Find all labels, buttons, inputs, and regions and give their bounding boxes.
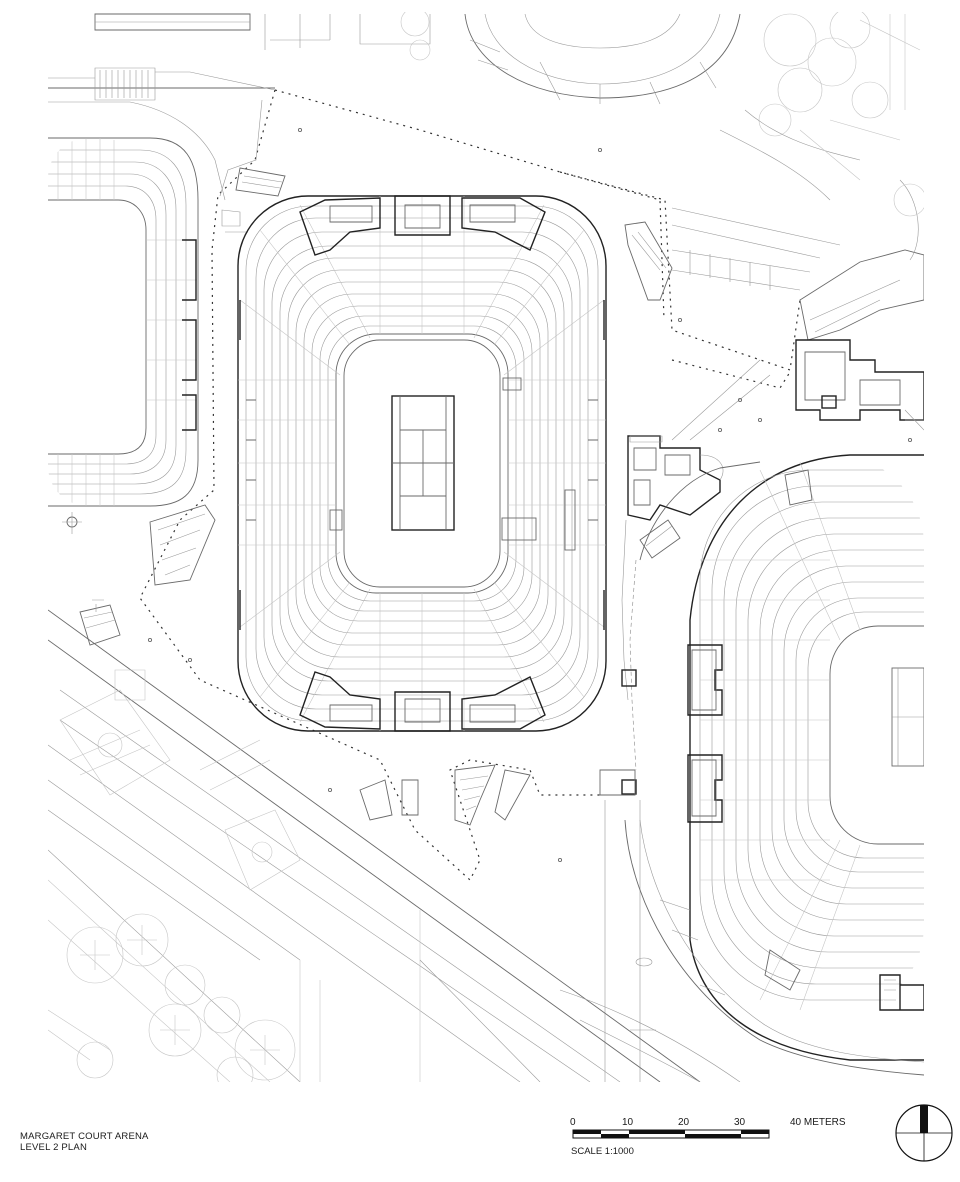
plan-content xyxy=(48,12,924,1082)
right-stadium-rings xyxy=(699,461,924,1011)
column-markers xyxy=(147,127,913,863)
scale-caption: SCALE 1:1000 xyxy=(571,1146,634,1157)
scale-tick-10: 10 xyxy=(622,1117,634,1128)
south-west-context xyxy=(48,609,741,1082)
drawing-title-line-2: LEVEL 2 PLAN xyxy=(20,1142,88,1153)
scale-tick-40-meters: 40 METERS xyxy=(790,1117,846,1128)
scale-bar: 0 10 20 30 40 METERS SCALE 1:1000 xyxy=(570,1117,846,1157)
top-context xyxy=(94,12,741,105)
right-stadium xyxy=(624,454,924,1076)
south-entries xyxy=(79,504,531,826)
drawing-title: MARGARET COURT ARENA LEVEL 2 PLAN xyxy=(20,1131,149,1153)
scale-tick-0: 0 xyxy=(570,1117,576,1128)
scale-tick-20: 20 xyxy=(678,1117,690,1128)
main-arena xyxy=(237,195,607,732)
arena-seating-rings xyxy=(238,196,606,731)
left-stadium xyxy=(48,67,276,534)
trees-top-right xyxy=(719,12,921,201)
east-connector xyxy=(599,179,924,1082)
north-arrow-icon xyxy=(895,1104,953,1162)
drawing-title-line-1: MARGARET COURT ARENA xyxy=(20,1131,149,1142)
scale-tick-30: 30 xyxy=(734,1117,746,1128)
concourse-perimeter xyxy=(139,89,801,881)
